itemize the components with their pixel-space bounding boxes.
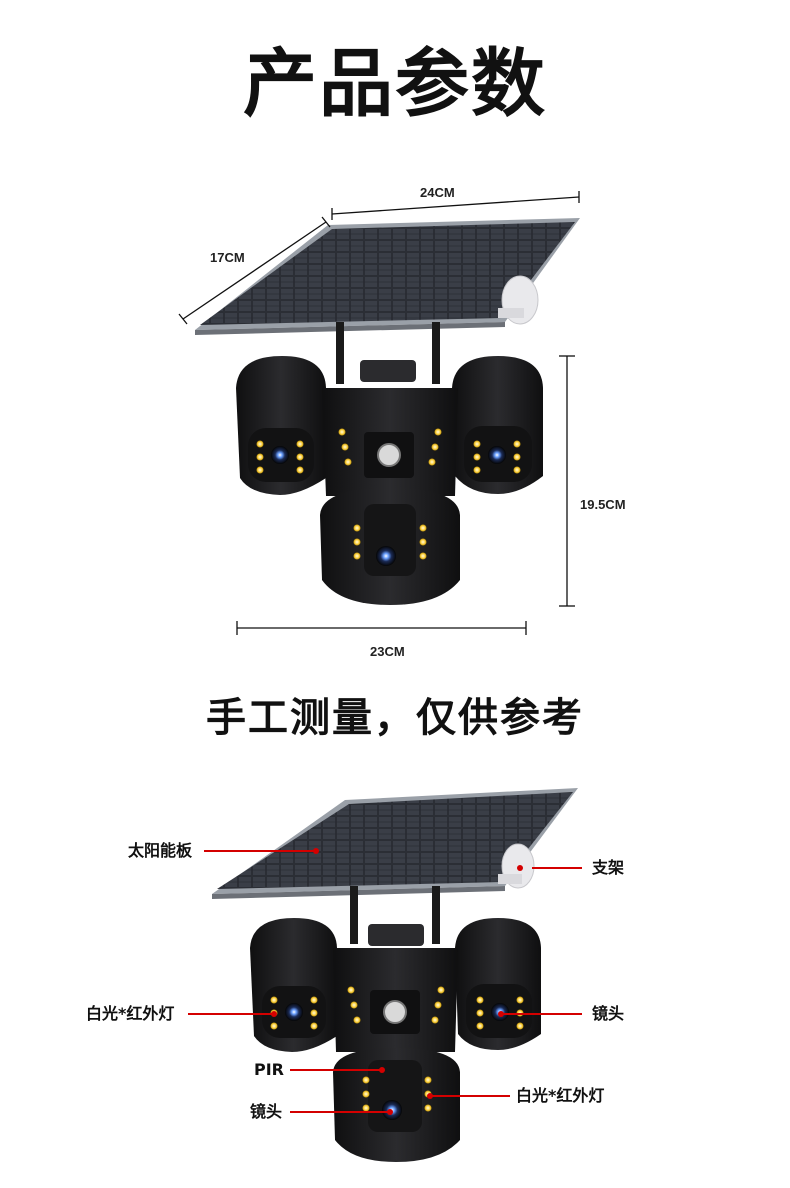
dim-panel-width: 24CM [420, 185, 455, 200]
label-bottom-lens: 镜头 [250, 1102, 283, 1121]
antenna-right-bottom [432, 886, 440, 944]
dimension-lines [178, 191, 580, 635]
label-bracket: 支架 [592, 858, 625, 877]
dim-width: 23CM [370, 644, 405, 659]
measurement-note: 手工测量，仅供参考 [206, 695, 584, 741]
dim-height: 19.5CM [580, 497, 626, 512]
label-pir: PIR [254, 1060, 284, 1079]
label-right-lens: 镜头 [592, 1004, 625, 1023]
solar-panel-top [195, 218, 580, 335]
camera-body-bottom [250, 918, 541, 1162]
callout-lines [188, 850, 582, 1113]
page-title: 产品参数 [243, 41, 547, 127]
dim-panel-depth: 17CM [210, 250, 245, 265]
label-solar-panel: 太阳能板 [128, 841, 193, 860]
bracket-top [498, 275, 539, 325]
antenna-left-bottom [350, 886, 358, 944]
label-left-light: 白光*红外灯 [86, 1004, 175, 1023]
solar-panel-bottom [212, 788, 578, 899]
antenna-left-top [336, 322, 344, 384]
antenna-right-top [432, 322, 440, 384]
label-bottom-light: 白光*红外灯 [516, 1086, 605, 1105]
camera-body-top [236, 356, 543, 605]
